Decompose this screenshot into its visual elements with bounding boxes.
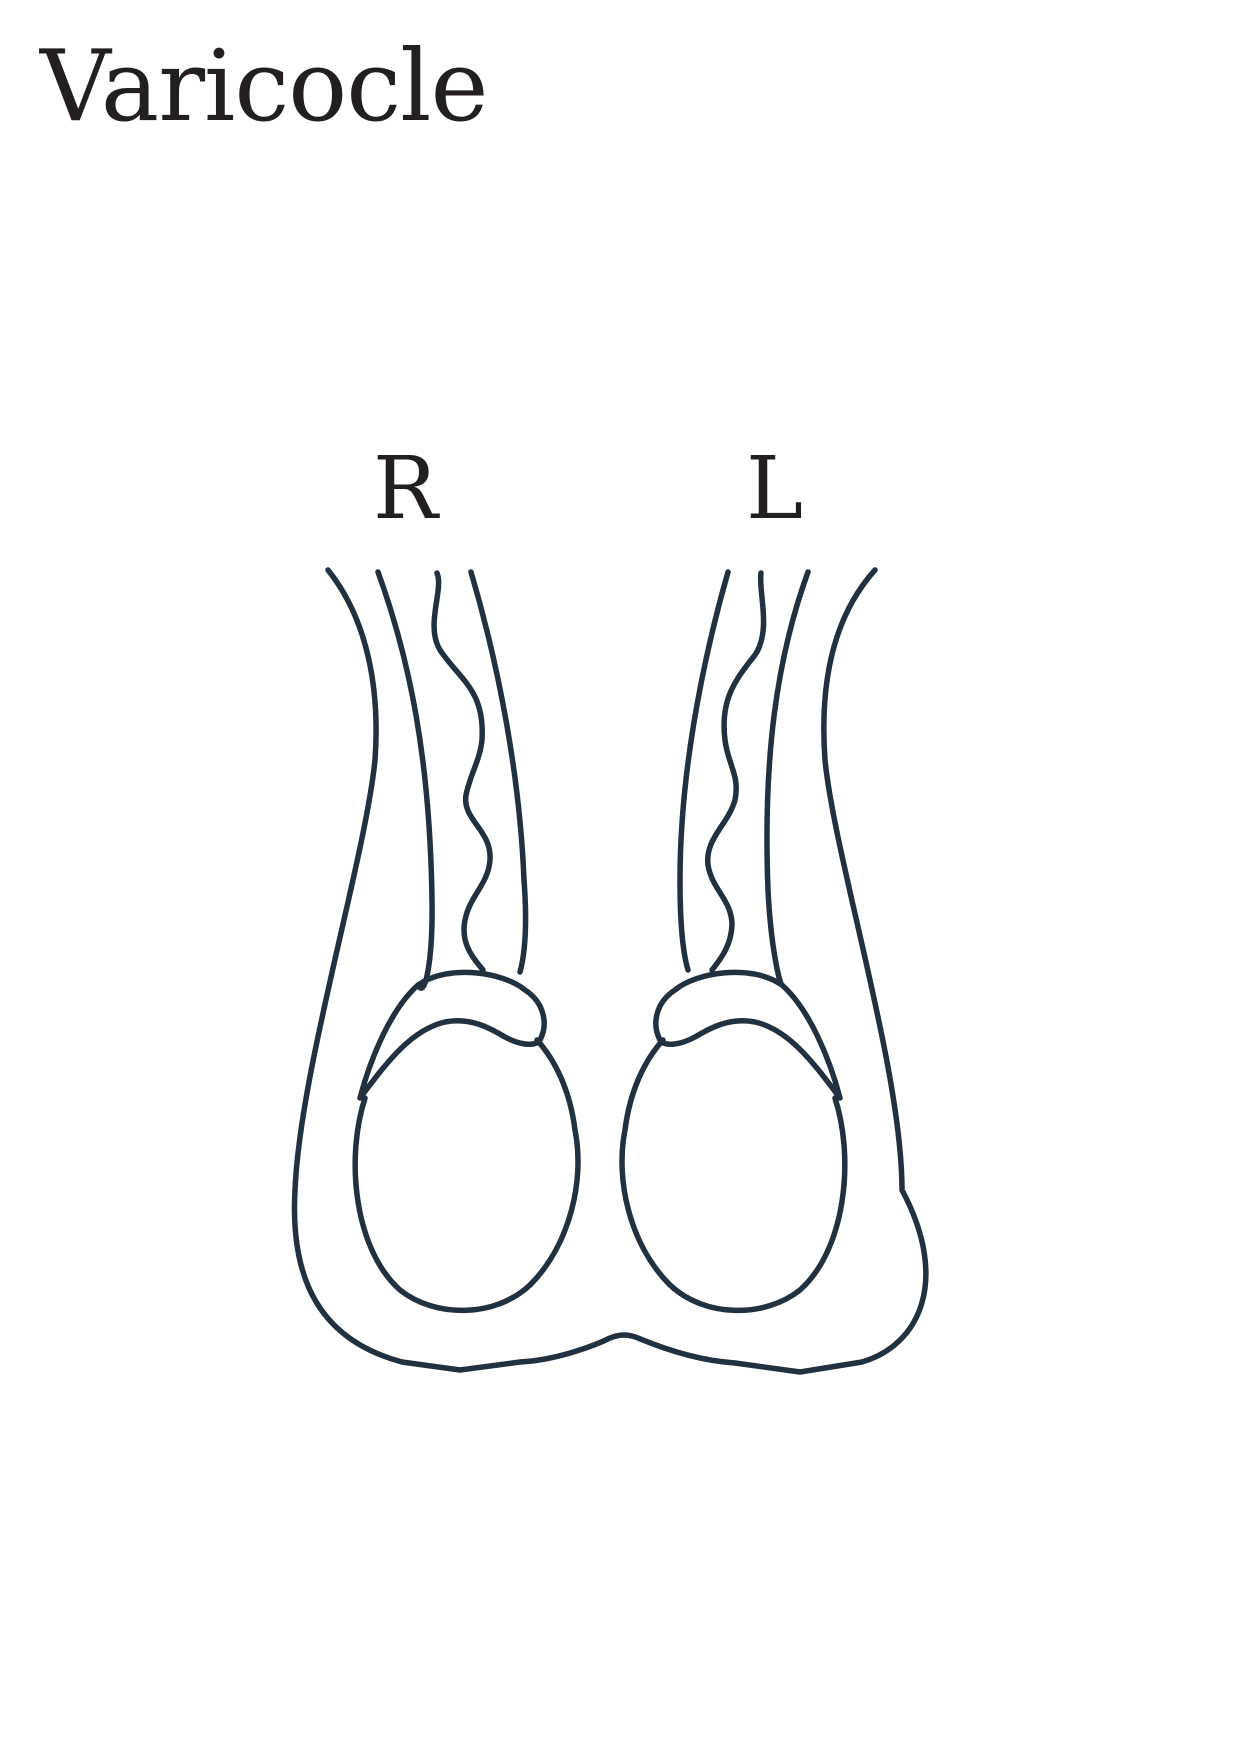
right-side-label: R [373,439,438,539]
right-dilated-vein [431,570,493,973]
right-testis [352,1037,581,1314]
left-testis [619,1037,848,1314]
left-dilated-vein [705,570,767,973]
scrotum-outline [291,567,929,1375]
page-title: Varicocle [40,30,489,144]
right-cord-outer-line [375,569,435,991]
left-cord-inner-line [677,569,731,973]
left-side-label: L [746,439,804,539]
left-cord-outer-line [764,569,811,988]
right-epididymis [357,969,547,1101]
right-cord-inner-line [468,569,529,975]
left-epididymis [653,969,843,1101]
